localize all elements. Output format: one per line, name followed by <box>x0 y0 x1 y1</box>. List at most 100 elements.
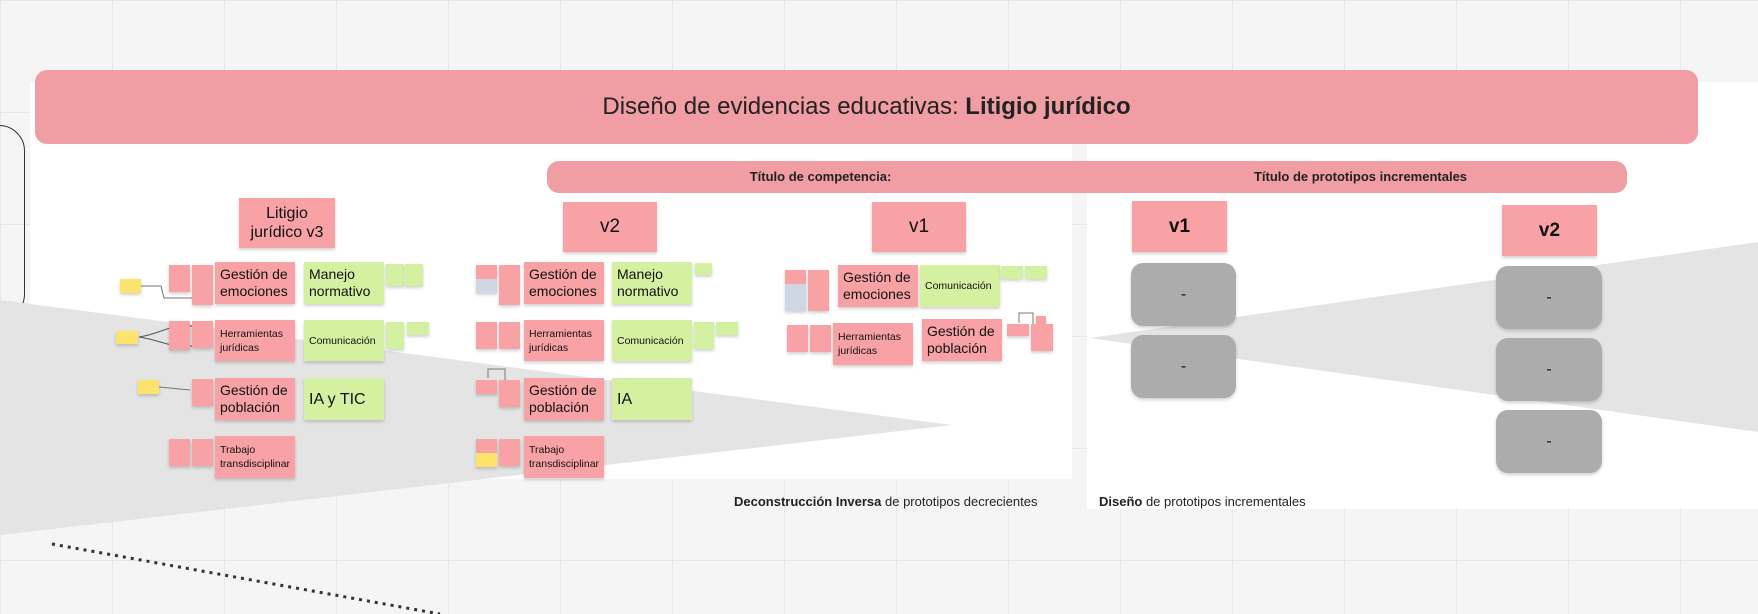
sticky-blue-small[interactable] <box>476 279 497 293</box>
header-incremental-v2[interactable]: v2 <box>1502 205 1597 256</box>
header-label: v1 <box>1168 215 1191 237</box>
sticky-yellow[interactable] <box>116 331 138 344</box>
sticky-green-small[interactable] <box>407 322 429 335</box>
header-v2[interactable]: v2 <box>563 202 657 252</box>
note-herramientas-v1[interactable]: Herramientas jurídicas <box>833 323 913 365</box>
sticky-pink-small[interactable] <box>499 265 520 305</box>
incremental-v2-card[interactable]: - <box>1496 266 1602 329</box>
caption-deconstruccion: Deconstrucción Inversa de prototipos dec… <box>734 494 1038 509</box>
connector <box>141 285 195 299</box>
note-ia-tic-v3[interactable]: IA y TIC <box>304 378 384 420</box>
note-gestion-poblacion-v2[interactable]: Gestión de población <box>524 378 604 420</box>
card-text: - <box>1546 360 1552 378</box>
incremental-v1-card[interactable]: - <box>1131 335 1236 398</box>
sticky-yellow[interactable] <box>120 279 141 293</box>
note-text: Herramientas jurídicas <box>529 327 593 354</box>
sticky-pink-small[interactable] <box>476 380 497 394</box>
header-label: v2 <box>1538 219 1561 241</box>
sticky-green-small[interactable] <box>405 264 423 286</box>
note-ia-v2[interactable]: IA <box>612 378 692 420</box>
sticky-pink-small[interactable] <box>192 439 213 466</box>
incremental-v1-card[interactable]: - <box>1131 263 1236 326</box>
sticky-yellow[interactable] <box>476 453 497 467</box>
note-text: Gestión de emociones <box>529 266 597 299</box>
note-text: Trabajo transdisciplinar <box>220 444 291 470</box>
sticky-pink-small[interactable] <box>476 439 497 453</box>
sticky-blue-small[interactable] <box>785 284 806 311</box>
note-manejo-normativo-v3[interactable]: Manejo normativo <box>304 262 384 304</box>
caption-bold: Deconstrucción Inversa <box>734 494 882 509</box>
note-text: Trabajo transdisciplinar <box>529 444 600 470</box>
subheader-bar: Título de competencia: Título de prototi… <box>547 161 1627 193</box>
sticky-green-small[interactable] <box>386 322 404 349</box>
sticky-pink-small[interactable] <box>476 265 497 279</box>
connector <box>1018 312 1034 325</box>
note-herramientas-v2[interactable]: Herramientas jurídicas <box>524 320 604 361</box>
sticky-green-small[interactable] <box>1001 266 1023 279</box>
sticky-pink-small[interactable] <box>499 380 520 407</box>
note-text: Gestión de población <box>927 323 995 356</box>
caption-rest: de prototipos incrementales <box>1142 494 1306 509</box>
header-v1[interactable]: v1 <box>872 202 966 252</box>
sticky-pink-small[interactable] <box>169 439 190 466</box>
note-text: Manejo normativo <box>617 266 679 299</box>
title-prefix: Diseño de evidencias educativas: <box>602 93 959 120</box>
note-gestion-emociones-v1[interactable]: Gestión de emociones <box>838 265 918 307</box>
sticky-green-small[interactable] <box>386 264 404 286</box>
header-v3[interactable]: Litigio jurídico v3 <box>239 198 335 248</box>
sticky-pink-small[interactable] <box>192 321 213 348</box>
note-text: Gestión de emociones <box>843 269 911 302</box>
card-text: - <box>1546 432 1552 450</box>
note-gestion-poblacion-v3[interactable]: Gestión de población <box>215 378 295 420</box>
note-herramientas-v3[interactable]: Herramientas jurídicas <box>215 320 295 361</box>
note-text: Comunicación <box>925 280 992 292</box>
sticky-green-small[interactable] <box>1025 266 1047 279</box>
note-comunicacion-v2[interactable]: Comunicación <box>612 320 692 361</box>
sticky-yellow[interactable] <box>138 380 159 394</box>
note-text: Comunicación <box>617 334 684 347</box>
sticky-pink-small[interactable] <box>810 325 831 352</box>
sticky-green-small[interactable] <box>716 322 738 335</box>
sticky-pink-small[interactable] <box>169 265 190 292</box>
note-gestion-poblacion-v1[interactable]: Gestión de población <box>922 319 1002 361</box>
header-incremental-v1[interactable]: v1 <box>1132 201 1227 252</box>
note-text: IA y TIC <box>309 390 366 408</box>
note-text: Gestión de población <box>529 382 597 415</box>
sticky-pink-small[interactable] <box>192 379 213 406</box>
sticky-pink-small[interactable] <box>787 325 808 352</box>
note-text: Manejo normativo <box>309 266 371 299</box>
note-gestion-emociones-v3[interactable]: Gestión de emociones <box>215 262 295 304</box>
caption-bold: Diseño <box>1099 494 1143 509</box>
sticky-green-small[interactable] <box>694 322 714 349</box>
incremental-v2-card[interactable]: - <box>1496 338 1602 401</box>
sticky-pink-small[interactable] <box>1036 316 1046 324</box>
connector <box>487 368 506 381</box>
sticky-pink-small[interactable] <box>808 270 829 311</box>
header-v1-label: v1 <box>908 216 930 237</box>
sticky-pink-small[interactable] <box>169 321 190 350</box>
sticky-pink-small[interactable] <box>785 270 806 284</box>
incremental-v2-card[interactable]: - <box>1496 410 1602 473</box>
sticky-pink-small[interactable] <box>499 322 520 349</box>
sticky-pink-small[interactable] <box>499 439 520 466</box>
note-trabajo-v3[interactable]: Trabajo transdisciplinar <box>215 436 295 478</box>
note-manejo-normativo-v2[interactable]: Manejo normativo <box>612 262 692 304</box>
sticky-pink-small[interactable] <box>1031 324 1053 351</box>
caption-rest: de prototipos decrecientes <box>881 494 1038 509</box>
sticky-pink-small[interactable] <box>192 265 213 305</box>
dotted-connector <box>51 542 441 614</box>
header-v3-label: Litigio jurídico v3 <box>250 205 324 241</box>
subheader-prototipos: Título de prototipos incrementales <box>1253 169 1468 184</box>
sticky-pink-small[interactable] <box>476 322 497 349</box>
note-trabajo-v2[interactable]: Trabajo transdisciplinar <box>524 436 604 478</box>
note-text: Comunicación <box>309 334 376 347</box>
note-comunicacion-v3[interactable]: Comunicación <box>304 320 384 361</box>
sticky-green-small[interactable] <box>695 263 712 275</box>
sticky-pink-small[interactable] <box>1007 324 1029 336</box>
note-gestion-emociones-v2[interactable]: Gestión de emociones <box>524 262 604 304</box>
note-comunicacion-v1[interactable]: Comunicación <box>920 265 1000 307</box>
note-text: Gestión de población <box>220 382 288 415</box>
note-text: Herramientas jurídicas <box>220 327 284 354</box>
connector <box>158 386 191 391</box>
